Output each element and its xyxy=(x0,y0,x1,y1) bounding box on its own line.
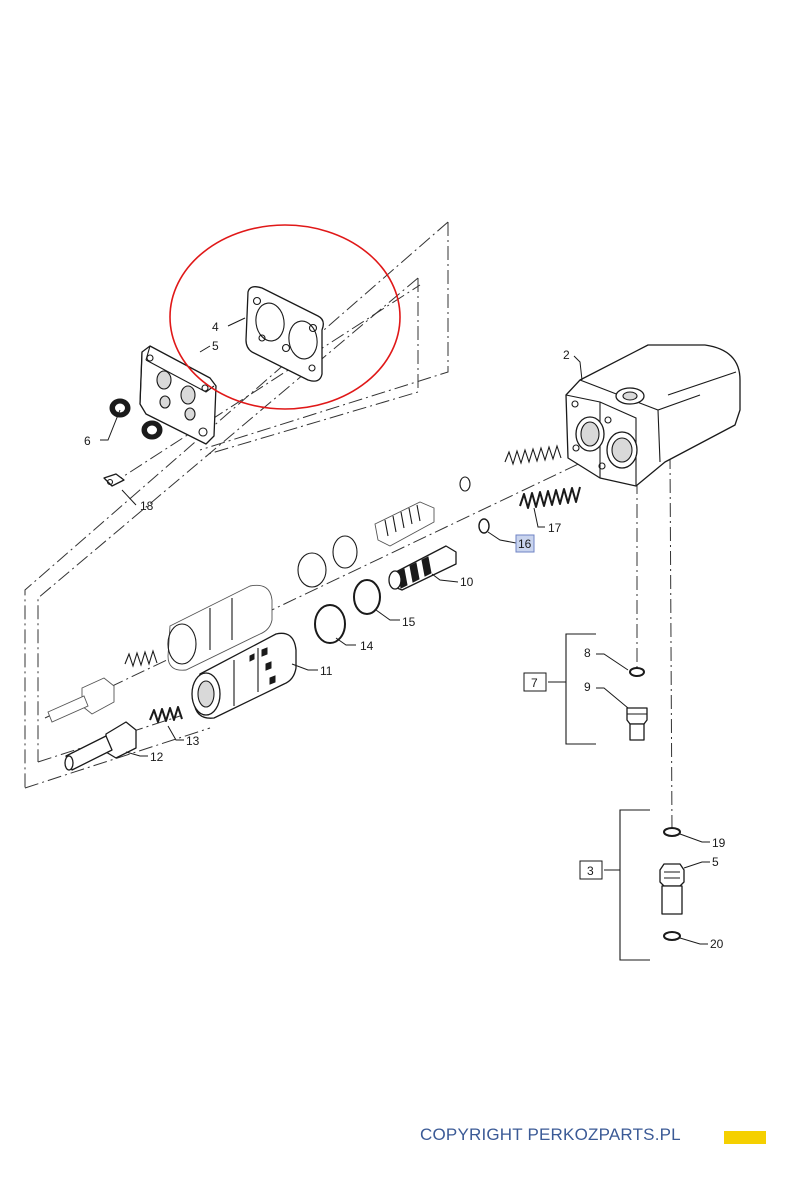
o-ring-16 xyxy=(478,518,490,534)
assembly-bracket-3 xyxy=(619,809,650,961)
label-10: 10 xyxy=(460,575,474,589)
cover-plate-5 xyxy=(139,345,217,445)
label-16-highlight xyxy=(515,534,535,553)
spool-10 xyxy=(388,545,457,591)
leader-lines xyxy=(100,317,710,945)
seal-rings-6 xyxy=(109,398,163,440)
sleeve-11 xyxy=(191,632,297,719)
ghost-sleeve xyxy=(47,584,273,723)
gasket-4 xyxy=(245,286,324,382)
label-8: 8 xyxy=(584,646,591,660)
label-13: 13 xyxy=(186,734,200,748)
label-5-upper: 5 xyxy=(212,339,219,353)
highlight-circle xyxy=(169,224,401,410)
valve-housing-2 xyxy=(565,344,741,487)
copyright-text: COPYRIGHT PERKOZPARTS.PL xyxy=(420,1125,681,1144)
label-9: 9 xyxy=(584,680,591,694)
o-ring-14 xyxy=(314,604,346,644)
label-15: 15 xyxy=(402,615,416,629)
ghost-spool-upper xyxy=(297,501,435,588)
label-7-box xyxy=(523,672,547,692)
label-20: 20 xyxy=(710,937,724,951)
plunger-12 xyxy=(64,721,137,771)
label-19: 19 xyxy=(712,836,726,850)
label-14: 14 xyxy=(360,639,374,653)
label-18: 18 xyxy=(140,499,154,513)
screw-18 xyxy=(103,473,125,487)
label-2: 2 xyxy=(563,348,570,362)
spring-13 xyxy=(149,706,183,723)
part-labels: 4 5 6 18 2 17 16 10 15 14 11 13 12 8 7 9… xyxy=(84,320,726,951)
o-ring-15 xyxy=(353,579,381,615)
label-6: 6 xyxy=(84,434,91,448)
label-16[interactable]: 16 xyxy=(518,537,532,551)
label-12: 12 xyxy=(150,750,164,764)
assembly-bracket-7 xyxy=(565,633,596,745)
label-4: 4 xyxy=(212,320,219,334)
ghost-spring-upper xyxy=(459,444,562,492)
label-5-lower: 5 xyxy=(712,855,719,869)
fitting-9 xyxy=(626,667,648,741)
axis-lines xyxy=(44,284,673,833)
label-7: 7 xyxy=(531,676,538,690)
label-3: 3 xyxy=(587,864,594,878)
label-3-box xyxy=(579,860,603,880)
copyright-accent-bar xyxy=(724,1131,766,1144)
spring-17 xyxy=(519,486,581,509)
label-17: 17 xyxy=(548,521,562,535)
label-11: 11 xyxy=(320,664,333,678)
cartridge-5 xyxy=(659,827,685,941)
